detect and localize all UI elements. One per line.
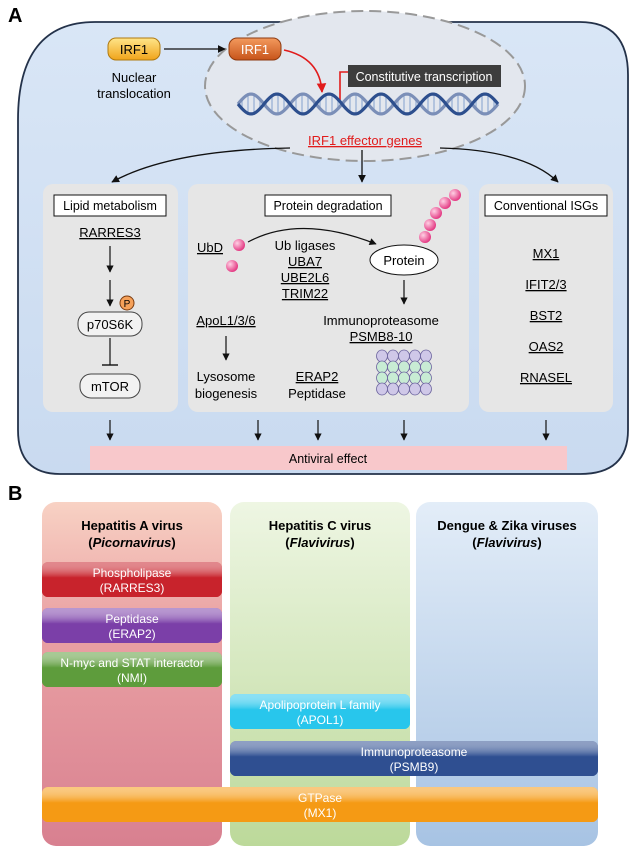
- uba7-gene: UBA7: [288, 254, 322, 269]
- hav-family: (Picornavirus): [88, 535, 175, 550]
- constitutive-transcription-label: Constitutive transcription: [356, 70, 493, 84]
- irf1-cytoplasm: [107, 37, 161, 61]
- erap2-gene: ERAP2: [296, 369, 339, 384]
- gene-bar-line1: GTPase: [298, 791, 342, 805]
- gene-bar-line2: (NMI): [117, 671, 147, 685]
- antiviral-label: Antiviral effect: [289, 452, 368, 466]
- denv-zikv-family: (Flavivirus): [472, 535, 541, 550]
- proteasome-icon: [376, 349, 432, 396]
- lysosome-line-1: Lysosome: [197, 369, 256, 384]
- mtor-label: mTOR: [91, 379, 129, 394]
- gene-bars: Phospholipase(RARRES3) Peptidase(ERAP2) N-…: [42, 562, 598, 822]
- ubiquitin-chain: [419, 189, 461, 243]
- irf1-cytoplasm-label: IRF1: [120, 42, 148, 57]
- antiviral-bar: [90, 446, 567, 470]
- gene-bar-gloss: [42, 787, 598, 822]
- gene-bar-line2: (PSMB9): [390, 760, 439, 774]
- gene-bar-line1: Immunoproteasome: [361, 745, 468, 759]
- isg-ifit: IFIT2/3: [525, 277, 566, 292]
- apol-gene: ApoL1/3/6: [196, 313, 255, 328]
- arrow-to-lipid: [111, 147, 291, 183]
- isgs-title-box: [484, 194, 608, 217]
- dna-helix: [236, 92, 500, 116]
- ub-ligases-label: Ub ligases: [275, 238, 336, 253]
- protein-title-box: [264, 194, 392, 217]
- gene-bar-line2: (MX1): [304, 806, 337, 820]
- ubd-to-protein-arrow: [247, 227, 377, 245]
- nuclear-translocation-1: Nuclear: [112, 70, 157, 85]
- isgs-title: Conventional ISGs: [494, 199, 598, 213]
- gene-bar-1: Phospholipase(RARRES3): [42, 562, 222, 597]
- lipid-title-box: [53, 194, 167, 217]
- nuclear-translocation-2: translocation: [97, 86, 171, 101]
- gene-bar-gloss: [42, 652, 222, 687]
- panel-b-label: B: [8, 483, 22, 505]
- p70s6k-node: [77, 311, 143, 337]
- ubiquitin-ball: [233, 239, 245, 251]
- isgs-box: [479, 184, 613, 412]
- isg-mx1: MX1: [533, 246, 560, 261]
- gene-bar-gloss: [42, 608, 222, 643]
- isg-bst2: BST2: [530, 308, 563, 323]
- lysosome-line-2: biogenesis: [195, 386, 258, 401]
- isg-rnasel: RNASEL: [520, 370, 572, 385]
- gene-bar-4: Apolipoprotein L family(APOL1): [230, 694, 410, 729]
- gene-bar-6: GTPase(MX1): [42, 787, 598, 822]
- hav-name: Hepatitis A virus: [81, 518, 183, 533]
- gene-bar-line1: N-myc and STAT interactor: [60, 656, 203, 670]
- protein-node: [369, 244, 439, 276]
- gene-bar-line2: (ERAP2): [108, 627, 155, 641]
- immunoproteasome-label: Immunoproteasome: [323, 313, 439, 328]
- peptidase-label: Peptidase: [288, 386, 346, 401]
- isg-oas2: OAS2: [529, 339, 564, 354]
- gene-bar-gloss: [42, 562, 222, 597]
- p70s6k-label: p70S6K: [87, 317, 134, 332]
- protein-title: Protein degradation: [273, 199, 382, 213]
- protein-label: Protein: [383, 253, 424, 268]
- constitutive-transcription-box: [348, 65, 501, 87]
- denv-zikv-name: Dengue & Zika viruses: [437, 518, 576, 533]
- ube2l6-gene: UBE2L6: [281, 270, 329, 285]
- gene-bar-line1: Peptidase: [105, 612, 159, 626]
- gene-bar-gloss: [230, 694, 410, 729]
- panel-a-label: A: [8, 5, 22, 27]
- trim22-gene: TRIM22: [282, 286, 328, 301]
- ubiquitin-ball: [226, 260, 238, 272]
- arrow-to-isgs: [439, 147, 559, 183]
- effector-genes-label: IRF1 effector genes: [308, 133, 422, 148]
- phospho-badge: [119, 295, 135, 311]
- psmb-gene: PSMB8-10: [350, 329, 413, 344]
- rarres3-gene: RARRES3: [79, 225, 140, 240]
- gene-bar-line1: Apolipoprotein L family: [260, 698, 381, 712]
- hcv-name: Hepatitis C virus: [269, 518, 372, 533]
- gene-bar-5: Immunoproteasome(PSMB9): [230, 741, 598, 776]
- lipid-title: Lipid metabolism: [63, 199, 157, 213]
- gene-bar-line2: (APOL1): [297, 713, 344, 727]
- binding-arrow: [283, 49, 327, 93]
- irf1-nucleus-label: IRF1: [241, 42, 269, 57]
- gene-bar-line1: Phospholipase: [93, 566, 172, 580]
- ubd-gene: UbD: [197, 240, 223, 255]
- irf1-nucleus: [228, 37, 282, 61]
- hcv-family: (Flavivirus): [285, 535, 354, 550]
- gene-bar-gloss: [230, 741, 598, 776]
- mtor-node: [79, 373, 141, 399]
- gene-bar-3: N-myc and STAT interactor(NMI): [42, 652, 222, 687]
- gene-bar-2: Peptidase(ERAP2): [42, 608, 222, 643]
- gene-bar-line2: (RARRES3): [100, 581, 165, 595]
- antiviral-arrows: [106, 420, 550, 441]
- phospho-label: P: [124, 299, 131, 310]
